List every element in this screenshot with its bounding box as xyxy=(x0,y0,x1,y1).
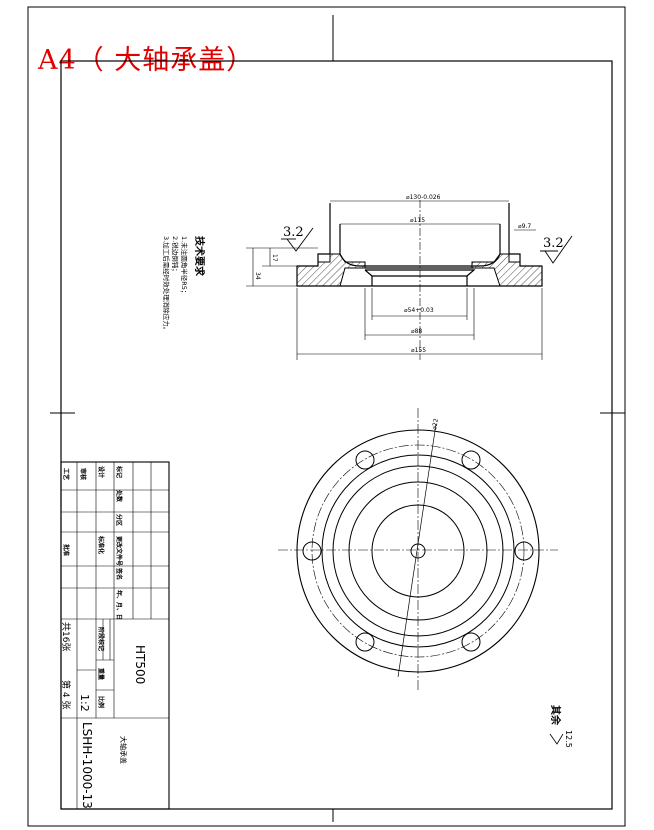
remaining-label: 其余 xyxy=(549,705,562,726)
centering-marks xyxy=(50,15,625,822)
plan-view xyxy=(278,408,558,692)
tech-heading: 技术要求 xyxy=(193,236,206,277)
tb-weight: 重量 xyxy=(97,668,105,680)
tb-stage-mark: 阶段标记 xyxy=(97,627,105,651)
tb-row-process: 工艺 xyxy=(62,468,70,480)
tb-col-change: 更改文件号 xyxy=(115,536,123,566)
tb-material: HT500 xyxy=(133,645,147,684)
tech-item-3: 3.加工后需经时效处理消除应力。 xyxy=(162,236,171,333)
tb-row-mark: 标记 xyxy=(115,465,123,478)
tb-row-design: 设计 xyxy=(97,466,105,478)
dim-step: ⌀88 xyxy=(411,328,422,335)
remaining-roughness: 其余 12.5 xyxy=(549,705,573,748)
outer-border xyxy=(27,6,626,827)
tb-col-count: 处数 xyxy=(115,489,123,503)
dim-top: ⌀130-0.026 xyxy=(406,194,441,201)
tech-item-1: 1.未注圆角半径R5； xyxy=(180,236,189,296)
tech-requirements: 技术要求 1.未注圆角半径R5； 2.锐边倒钝； 3.加工后需经时效处理消除应力… xyxy=(162,236,206,333)
section-view: ⌀130-0.026 ⌀115 ⌀54+0.03 ⌀88 ⌀155 ⌀9.7 3… xyxy=(246,194,573,360)
title-block-text: 标记 设计 审核 工艺 批准 处数 分区 更改文件号 签名 年、月、日 标准化 … xyxy=(60,465,147,809)
dim-bore: ⌀115 xyxy=(410,217,425,224)
roughness-symbol-left xyxy=(281,227,314,252)
tb-col-date: 年、月、日 xyxy=(115,590,123,620)
remaining-value: 12.5 xyxy=(564,730,573,748)
roughness-left-value: 3.2 xyxy=(283,225,304,240)
roughness-right-value: 3.2 xyxy=(543,236,564,251)
tb-sheet-number: 第 4 张 xyxy=(60,680,72,709)
section-right-hatch xyxy=(471,253,543,287)
tb-drawing-number: LSHH-1000-13 xyxy=(80,722,94,809)
section-left-hatch xyxy=(296,253,366,287)
inner-frame xyxy=(60,60,613,810)
tb-col-sign: 签名 xyxy=(115,567,123,580)
tb-sheet-total: 共16张 xyxy=(60,622,71,651)
title-block xyxy=(60,461,170,810)
dim-height-total: 34 xyxy=(254,272,261,280)
dim-side: ⌀9.7 xyxy=(518,223,531,230)
tb-standardize: 标准化 xyxy=(97,535,105,554)
tb-part-name: 大轴承盖 xyxy=(119,736,128,764)
tb-col-zone: 分区 xyxy=(115,514,123,526)
tb-scale-value: 1:2 xyxy=(78,694,91,712)
dim-pcd: ⌀22 xyxy=(431,418,440,430)
dim-groove: ⌀54+0.03 xyxy=(404,307,434,314)
tech-item-2: 2.锐边倒钝； xyxy=(171,236,180,275)
tb-scale-label: 比例 xyxy=(97,696,105,708)
tb-row-review: 审核 xyxy=(79,468,87,480)
dim-outer: ⌀155 xyxy=(411,347,426,354)
tb-row-approve: 批准 xyxy=(62,544,70,556)
dim-height-step: 17 xyxy=(271,254,278,262)
roughness-symbol-right xyxy=(540,235,573,264)
